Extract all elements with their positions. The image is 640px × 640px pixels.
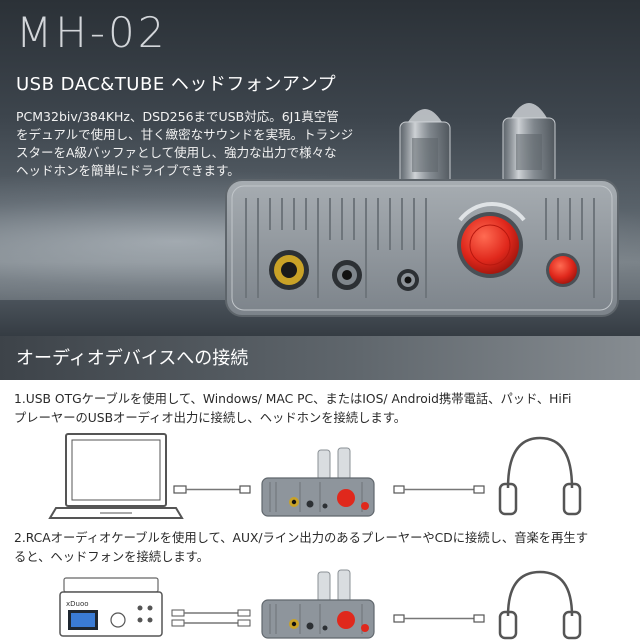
usb-cable-icon <box>393 485 485 494</box>
jack-4-4mm <box>332 260 362 290</box>
model-title: MH-02 <box>16 8 168 57</box>
step-1-diagram <box>48 433 582 519</box>
description-line: PCM32biv/384KHz、DSD256までUSB対応。6J1真空管 <box>16 109 339 124</box>
step-1-line: 1.USB OTGケーブルを使用して、Windows/ MAC PC、またはIO… <box>14 392 572 406</box>
amplifier-product-image <box>225 103 619 317</box>
cd-player-brand: xDuoo <box>66 600 89 608</box>
headphones-icon <box>498 436 582 516</box>
hero-banner: MH-02 USB DAC&TUBE ヘッドフォンアンプ PCM32biv/38… <box>0 0 640 336</box>
jack-3-5mm <box>397 269 419 291</box>
mini-amplifier-icon <box>261 447 375 517</box>
headphones-icon <box>498 570 582 640</box>
description-line: スターをA級バッファとして使用し、強力な出力で様々な <box>16 145 337 160</box>
laptop-icon <box>48 433 184 519</box>
step-2-diagram: xDuoo <box>59 569 582 640</box>
jack-6-35mm <box>269 250 309 290</box>
step-1-line: プレーヤーのUSBオーディオ出力に接続し、ヘッドホンを接続します。 <box>14 411 407 425</box>
product-subtitle: USB DAC&TUBE ヘッドフォンアンプ <box>16 74 337 95</box>
rca-cable-icon <box>171 609 251 627</box>
description-line: をデュアルで使用し、甘く緻密なサウンドを実現。トランジ <box>16 127 354 142</box>
headphone-cable-icon <box>393 614 485 623</box>
vacuum-tube-right <box>499 103 559 190</box>
section-header-band <box>0 336 640 380</box>
step-2-line: 2.RCAオーディオケーブルを使用して、AUX/ライン出力のあるプレーヤーやCD… <box>14 531 588 545</box>
section-title: オーディオデバイスへの接続 <box>16 348 249 369</box>
mini-amplifier-icon <box>261 569 375 639</box>
step-1-text: 1.USB OTGケーブルを使用して、Windows/ MAC PC、またはIO… <box>14 390 630 428</box>
volume-knob <box>457 202 526 278</box>
usb-cable-icon <box>173 485 251 494</box>
cd-player-icon: xDuoo <box>59 577 163 637</box>
description-line: ヘッドホンを簡単にドライブできます。 <box>16 163 240 178</box>
step-2-text: 2.RCAオーディオケーブルを使用して、AUX/ライン出力のあるプレーヤーやCD… <box>14 529 630 567</box>
step-2-line: ると、ヘッドフォンを接続します。 <box>14 550 210 564</box>
product-description: PCM32biv/384KHz、DSD256までUSB対応。6J1真空管 をデュ… <box>16 108 386 180</box>
power-button <box>546 253 580 287</box>
